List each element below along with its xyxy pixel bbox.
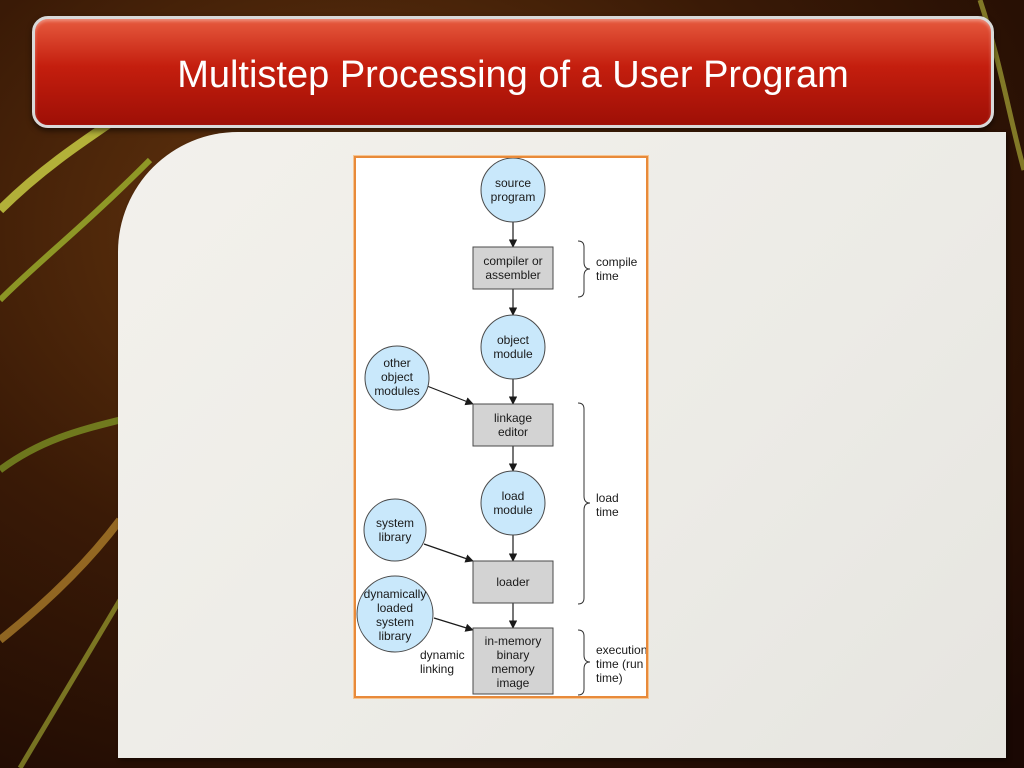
node-dynamic-library	[356, 575, 434, 653]
execution-time-label-2: time (run	[596, 657, 643, 671]
node-system-library-label-1: system	[376, 516, 414, 530]
node-linkage-editor-label-1: linkage	[494, 411, 532, 425]
node-load-module-label-1: load	[502, 489, 525, 503]
edge-syslib-loader	[423, 543, 474, 563]
node-source-program-label-2: program	[491, 190, 536, 204]
compile-time-brace	[577, 240, 591, 298]
load-time-label-1: load	[596, 491, 619, 505]
node-dynamic-library-label-4: library	[379, 629, 412, 643]
node-memory-image	[472, 627, 554, 695]
load-time-brace	[577, 402, 591, 605]
execution-time-brace	[577, 629, 591, 696]
node-compiler	[472, 246, 554, 290]
node-memory-image-label-3: memory	[491, 662, 534, 676]
dynamic-linking-label-1: dynamic	[420, 648, 465, 662]
node-compiler-label-1: compiler or	[483, 254, 542, 268]
node-other-modules-label-3: modules	[374, 384, 419, 398]
execution-time-label-3: time)	[596, 671, 623, 685]
execution-time-label-1: execution	[596, 643, 646, 657]
node-dynamic-library-label-3: system	[376, 615, 414, 629]
title-bar: Multistep Processing of a User Program	[32, 16, 994, 128]
node-system-library-label-2: library	[379, 530, 412, 544]
node-object-module	[480, 314, 546, 380]
node-compiler-label-2: assembler	[485, 268, 540, 282]
node-dynamic-library-label-1: dynamically	[364, 587, 427, 601]
node-other-modules-label-1: other	[383, 356, 410, 370]
node-memory-image-label-1: in-memory	[485, 634, 542, 648]
node-loader	[472, 560, 554, 604]
node-linkage-editor-label-2: editor	[498, 425, 528, 439]
dynamic-linking-label-2: linking	[420, 662, 454, 676]
node-object-module-label-1: object	[497, 333, 530, 347]
edge-dynlib-memory	[433, 617, 474, 632]
node-load-module	[480, 470, 546, 536]
node-other-modules	[364, 345, 430, 411]
edge-othermodules-linkage	[426, 385, 474, 406]
compile-time-label-2: time	[596, 269, 619, 283]
node-loader-label: loader	[496, 575, 529, 589]
node-system-library	[363, 498, 427, 562]
slide-title: Multistep Processing of a User Program	[177, 54, 849, 96]
node-linkage-editor	[472, 403, 554, 447]
diagram-frame: source program compiler or assembler obj…	[354, 156, 648, 698]
node-source-program-label-1: source	[495, 176, 531, 190]
node-object-module-label-2: module	[493, 347, 533, 361]
node-memory-image-label-4: image	[497, 676, 530, 690]
node-dynamic-library-label-2: loaded	[377, 601, 413, 615]
node-memory-image-label-2: binary	[497, 648, 530, 662]
node-load-module-label-2: module	[493, 503, 533, 517]
load-time-label-2: time	[596, 505, 619, 519]
process-diagram: source program compiler or assembler obj…	[356, 158, 646, 696]
node-other-modules-label-2: object	[381, 370, 414, 384]
node-source-program	[480, 158, 546, 223]
compile-time-label-1: compile	[596, 255, 638, 269]
